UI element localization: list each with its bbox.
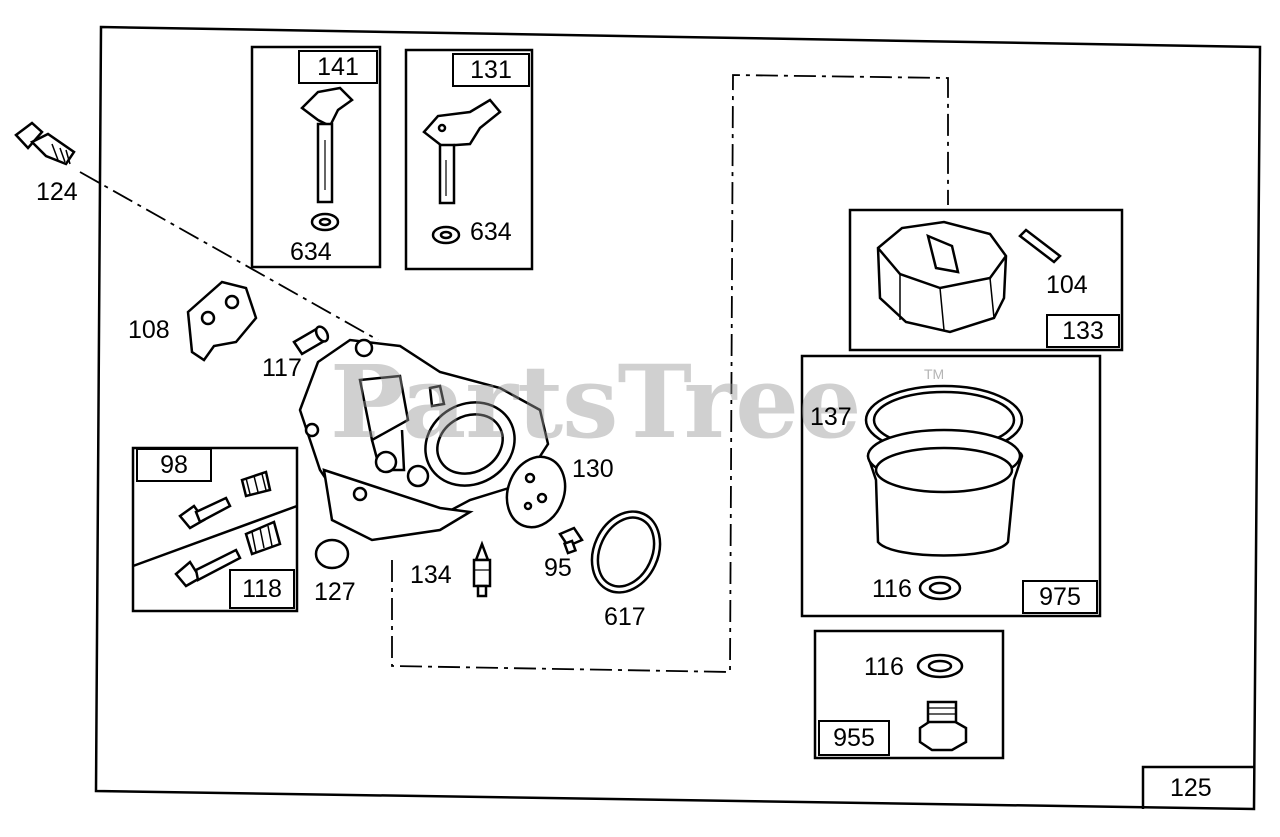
callout-124: 124: [36, 178, 78, 206]
outer-frame: [94, 25, 1262, 811]
kit-955-contents: [916, 653, 968, 752]
callout-134: 134: [410, 561, 452, 589]
callout-116-a: 116: [872, 575, 912, 603]
float-pin-104-part: [1018, 228, 1062, 264]
washer-116-part: [918, 575, 962, 601]
callout-108: 108: [128, 316, 170, 344]
kit-label-955: 955: [818, 720, 890, 756]
kit-divider-line: [132, 504, 298, 568]
callout-634-b: 634: [470, 218, 512, 246]
kit-label-131: 131: [452, 53, 530, 87]
watermark-trademark: TM: [924, 366, 945, 382]
kit-box-955: [813, 629, 1005, 760]
needle-134-part: [472, 540, 492, 598]
kit-label-141: 141: [298, 50, 378, 84]
choke-shaft-131-part: [422, 98, 502, 245]
callout-95: 95: [544, 554, 572, 582]
callout-617: 617: [604, 603, 646, 631]
bolt-124-part: [14, 121, 76, 166]
kit-label-98: 98: [136, 448, 212, 482]
kit-98-contents: [174, 470, 282, 588]
callout-104: 104: [1046, 271, 1088, 299]
disc-130-part: [505, 455, 567, 529]
kit-box-98: [131, 446, 299, 613]
throttle-shaft-141-part: [300, 86, 354, 232]
callout-117: 117: [262, 354, 302, 382]
callout-127: 127: [314, 578, 356, 606]
kit-box-141: [250, 45, 382, 269]
assembly-number-tab: [1141, 765, 1254, 809]
callout-137: 137: [810, 403, 852, 431]
plug-127-part: [314, 538, 350, 570]
watermark-brand: PartsTree: [330, 343, 862, 461]
float-133-part: [876, 220, 1008, 334]
kit-box-133: [848, 208, 1124, 352]
kit-box-975: [800, 354, 1102, 618]
bolt-leader-line: [79, 171, 379, 341]
bowl-975-part: [864, 384, 1024, 557]
screw-95-part: [558, 526, 584, 555]
kit-label-118: 118: [229, 569, 295, 609]
pin-117-part: [292, 325, 330, 356]
kit-label-133: 133: [1046, 314, 1120, 348]
callout-634-a: 634: [290, 238, 332, 266]
callout-130: 130: [572, 455, 614, 483]
bowl-leader-line: [391, 74, 949, 673]
oring-617-part: [590, 510, 662, 594]
gasket-108-part: [186, 280, 258, 362]
kit-box-131: [404, 48, 534, 271]
kit-label-975: 975: [1022, 580, 1098, 614]
callout-116-b: 116: [864, 653, 904, 681]
carburetor-body-part: [298, 338, 550, 542]
assembly-number: 125: [1170, 774, 1212, 802]
